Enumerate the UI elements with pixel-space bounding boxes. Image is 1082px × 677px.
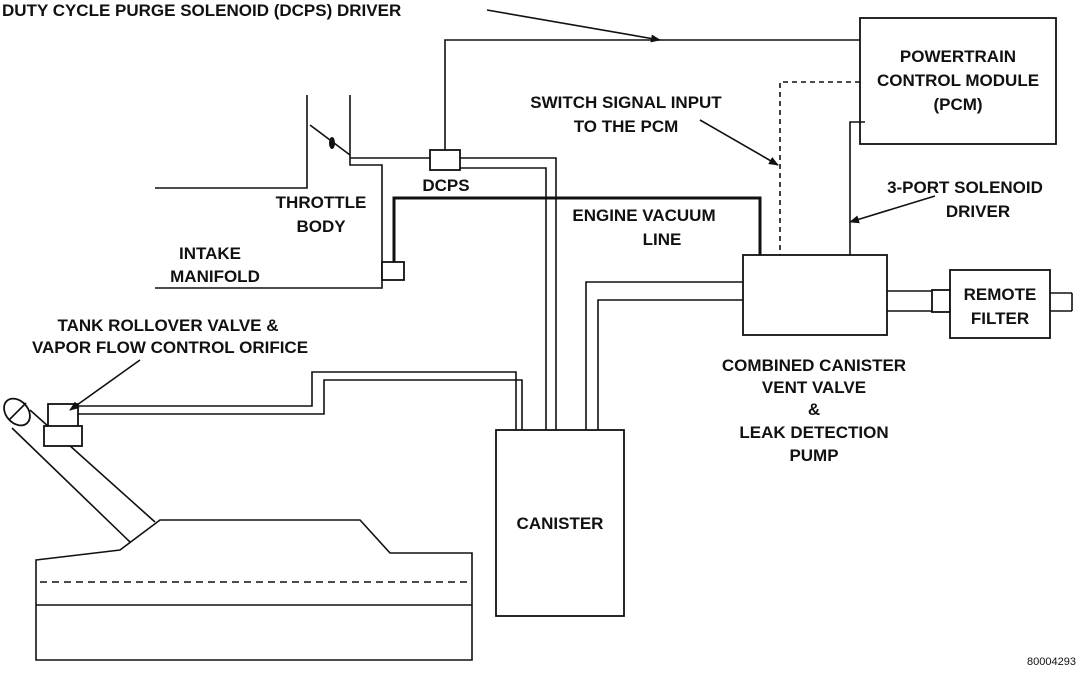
label-vacuum-2: LINE: [643, 230, 682, 249]
tank-vent-hose: [72, 371, 523, 430]
label-intake-2: MANIFOLD: [170, 267, 260, 286]
label-throttle-2: BODY: [296, 217, 346, 236]
arrow-solenoid-driver: [849, 195, 936, 224]
label-throttle-1: THROTTLE: [276, 193, 367, 212]
dcps-driver-wire: [444, 39, 860, 150]
label-pcm-2: CONTROL MODULE: [877, 71, 1039, 90]
label-vent-1: COMBINED CANISTER: [722, 356, 906, 375]
label-solenoid-2: DRIVER: [946, 202, 1010, 221]
dcps-solenoid: [350, 149, 557, 430]
label-solenoid-1: 3-PORT SOLENOID: [887, 178, 1043, 197]
label-rollover-2: VAPOR FLOW CONTROL ORIFICE: [32, 338, 308, 357]
filler-neck: [3, 397, 156, 543]
remote-filter-box: [949, 269, 1051, 339]
ldp-hose-inner: [597, 299, 743, 430]
switch-signal-wire: [779, 81, 860, 255]
label-vent-5: PUMP: [789, 446, 838, 465]
label-dcps-driver: DUTY CYCLE PURGE SOLENOID (DCPS) DRIVER: [2, 1, 401, 20]
throttle-body-shape: [155, 95, 383, 289]
rollover-valve: [43, 403, 83, 447]
fuel-tank: [35, 519, 473, 661]
engine-vacuum-line: [392, 196, 762, 262]
label-switch-2: TO THE PCM: [574, 117, 679, 136]
arrow-dcps-driver: [486, 9, 661, 43]
label-pcm-1: POWERTRAIN: [900, 47, 1016, 66]
manifold-fitting: [381, 261, 405, 281]
label-vent-4: LEAK DETECTION: [739, 423, 888, 442]
filter-outlet: [1050, 292, 1073, 312]
label-vacuum-1: ENGINE VACUUM: [572, 206, 715, 225]
label-canister: CANISTER: [517, 514, 604, 533]
label-dcps: DCPS: [422, 176, 469, 195]
ldp-hose-outer: [585, 281, 743, 430]
label-intake-1: INTAKE: [179, 244, 241, 263]
filter-hose: [887, 289, 951, 313]
label-vent-2: VENT VALVE: [762, 378, 866, 397]
label-vent-3: &: [808, 400, 820, 419]
label-remote-2: FILTER: [971, 309, 1029, 328]
arrow-switch-signal: [699, 119, 779, 166]
figure-id: 80004293: [1027, 656, 1076, 668]
label-switch-1: SWITCH SIGNAL INPUT: [530, 93, 722, 112]
label-rollover-1: TANK ROLLOVER VALVE &: [58, 316, 279, 335]
label-pcm-3: (PCM): [933, 95, 982, 114]
pcm-box: [859, 17, 1057, 145]
vent-valve-ldp-box: [742, 254, 888, 336]
label-remote-1: REMOTE: [964, 285, 1037, 304]
canister-box: [495, 429, 625, 617]
solenoid-driver-wire: [849, 121, 865, 255]
arrow-rollover: [69, 359, 141, 411]
